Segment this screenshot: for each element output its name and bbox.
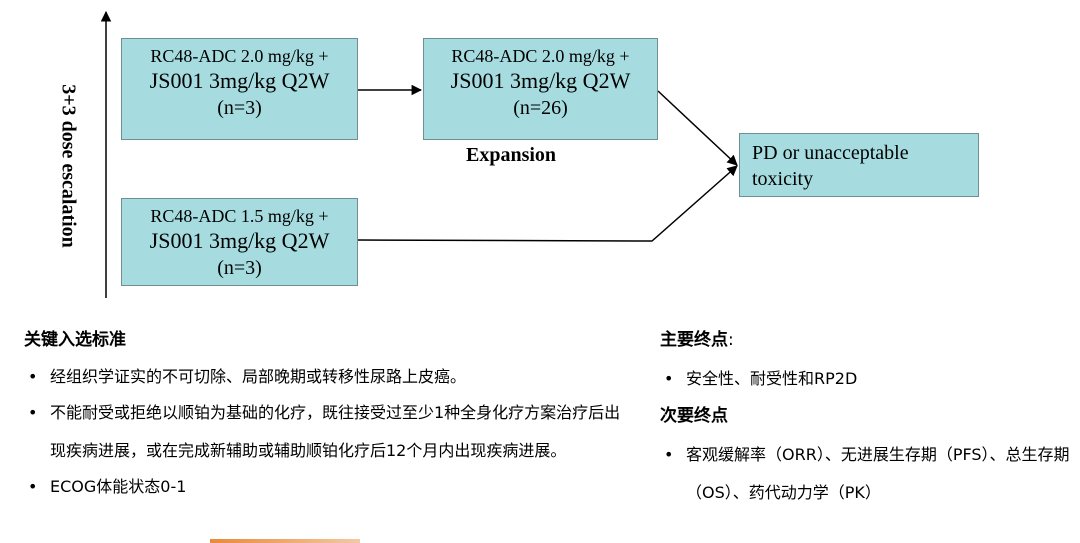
list-item: 安全性、耐受性和RP2D bbox=[660, 360, 1070, 398]
primary-endpoint-colon: : bbox=[728, 330, 734, 350]
cohort-n-line: (n=3) bbox=[217, 97, 262, 119]
cohort-regimen-line: JS001 3mg/kg Q2W bbox=[149, 228, 330, 253]
arrow-c-to-d bbox=[357, 165, 738, 242]
cohort-drug-line: RC48-ADC 2.0 mg/kg + bbox=[451, 46, 630, 66]
primary-endpoint-title: 主要终点 bbox=[660, 330, 728, 350]
cohort-box-2mg-expansion: RC48-ADC 2.0 mg/kg + JS001 3mg/kg Q2W (n… bbox=[423, 38, 658, 140]
list-item: 经组织学证实的不可切除、局部晚期或转移性尿路上皮癌。 bbox=[24, 360, 634, 394]
list-item: 不能耐受或拒绝以顺铂为基础的化疗，既往接受过至少1种全身化疗方案治疗后出现疾病进… bbox=[24, 394, 634, 470]
cohort-drug-line: RC48-ADC 2.0 mg/kg + bbox=[150, 46, 329, 66]
list-item: ECOG体能状态0-1 bbox=[24, 470, 634, 504]
list-item: 客观缓解率（ORR）、无进展生存期（PFS）、总生存期（OS）、药代动力学（PK… bbox=[660, 436, 1070, 512]
arrow-b-to-d bbox=[657, 90, 738, 166]
cohort-n-line: (n=3) bbox=[217, 257, 262, 279]
cohort-drug-line: RC48-ADC 1.5 mg/kg + bbox=[150, 206, 329, 226]
cohort-box-1-5mg: RC48-ADC 1.5 mg/kg + JS001 3mg/kg Q2W (n… bbox=[121, 198, 358, 286]
cohort-regimen-line: JS001 3mg/kg Q2W bbox=[149, 68, 330, 93]
endpoints-section: 主要终点: 安全性、耐受性和RP2D 次要终点 客观缓解率（ORR）、无进展生存… bbox=[660, 328, 1070, 512]
cohort-regimen-line: JS001 3mg/kg Q2W bbox=[450, 68, 631, 93]
primary-endpoint-heading: 主要终点: bbox=[660, 328, 1070, 352]
inclusion-criteria-section: 关键入选标准 经组织学证实的不可切除、局部晚期或转移性尿路上皮癌。 不能耐受或拒… bbox=[24, 328, 634, 504]
secondary-endpoint-list: 客观缓解率（ORR）、无进展生存期（PFS）、总生存期（OS）、药代动力学（PK… bbox=[660, 436, 1070, 512]
cohort-box-2mg-escalation: RC48-ADC 2.0 mg/kg + JS001 3mg/kg Q2W (n… bbox=[121, 38, 358, 140]
inclusion-criteria-list: 经组织学证实的不可切除、局部晚期或转移性尿路上皮癌。 不能耐受或拒绝以顺铂为基础… bbox=[24, 360, 634, 504]
primary-endpoint-list: 安全性、耐受性和RP2D bbox=[660, 360, 1070, 398]
expansion-label: Expansion bbox=[466, 144, 557, 166]
inclusion-criteria-heading: 关键入选标准 bbox=[24, 330, 126, 350]
secondary-endpoint-heading: 次要终点 bbox=[660, 406, 728, 426]
decorative-underline bbox=[210, 539, 360, 543]
dose-escalation-axis-label: 3+3 dose escalation bbox=[57, 84, 80, 248]
outcome-box-pd-toxicity: PD or unacceptable toxicity bbox=[739, 133, 979, 197]
cohort-n-line: (n=26) bbox=[513, 97, 568, 119]
